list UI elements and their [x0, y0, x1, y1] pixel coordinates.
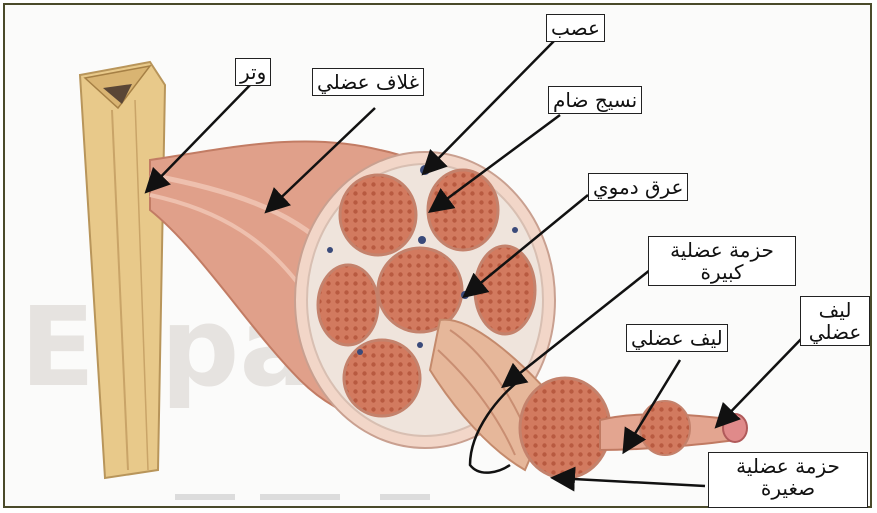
label-connective-tissue: نسيج ضام — [548, 86, 642, 114]
label-muscle-fiber-2: ليف عضلي — [800, 296, 870, 346]
label-muscle-sheath: غلاف عضلي — [312, 68, 424, 96]
label-small-muscle-bundle: حزمة عضلية صغيرة — [708, 452, 868, 508]
label-muscle-fiber-1: ليف عضلي — [626, 324, 728, 352]
arrow-nerve — [425, 40, 555, 172]
arrow-small-bundle — [555, 478, 705, 486]
tendon — [80, 62, 165, 478]
label-large-muscle-bundle: حزمة عضلية كبيرة — [648, 236, 796, 286]
label-nerve: عصب — [546, 14, 605, 42]
faint-bottom-strokes — [175, 494, 430, 500]
label-tendon: وتر — [235, 58, 271, 86]
small-muscle-bundle — [600, 401, 747, 455]
label-blood-vessel: عرق دموي — [588, 173, 688, 201]
arrow-fiber-2 — [718, 335, 805, 425]
